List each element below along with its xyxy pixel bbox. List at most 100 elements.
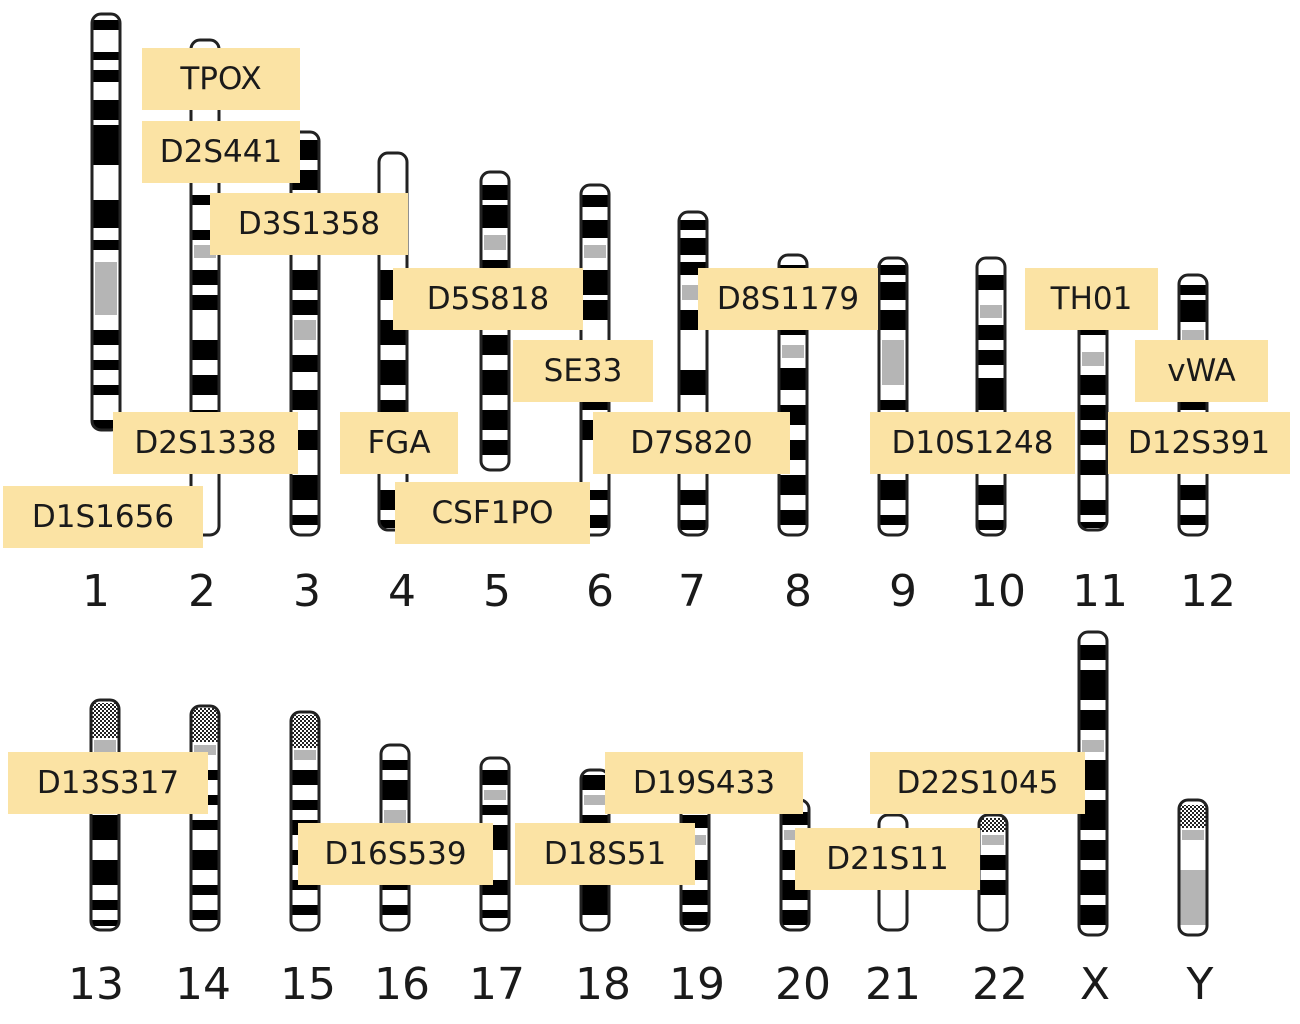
chromosome-band	[679, 490, 707, 505]
chromosome-number: 10	[970, 566, 1026, 617]
marker-label: D10S1248	[870, 412, 1075, 474]
chromosome-band	[581, 300, 609, 320]
chromosome-band	[979, 880, 1007, 895]
chromosome-band	[581, 270, 609, 295]
chromosome-satellite	[291, 715, 319, 748]
chromosome-band	[291, 905, 319, 915]
chromosome-number: 9	[889, 566, 917, 617]
marker-label: D18S51	[515, 823, 695, 885]
chromosome-band	[291, 430, 319, 450]
chromosome-number: 18	[575, 959, 631, 1010]
chromosome-band	[481, 205, 509, 228]
marker-label: D5S818	[393, 268, 583, 330]
chromosome-band	[1079, 500, 1107, 515]
chromosome-band	[879, 265, 907, 275]
chromosome-band	[481, 910, 509, 918]
chromosome-centromere	[294, 320, 316, 340]
chromosome-band	[1079, 460, 1107, 475]
chromosome-band	[1079, 870, 1107, 895]
chromosome-band	[879, 480, 907, 500]
chromosome-band	[381, 760, 409, 770]
chromosome-number: 12	[1180, 566, 1236, 617]
chromosome-band	[1179, 485, 1207, 500]
chromosome-band	[92, 100, 120, 120]
chromosome-band	[1179, 300, 1207, 322]
chromosome-band	[1079, 405, 1107, 420]
chromosome-band	[92, 360, 120, 370]
chromosome-band	[191, 270, 219, 285]
chromosome-outline	[90, 12, 122, 432]
marker-label: D7S820	[593, 412, 790, 474]
chromosome-band	[481, 770, 509, 785]
chromosome-number: 16	[374, 959, 430, 1010]
chromosome-centromere	[782, 345, 804, 358]
chromosome-band	[481, 370, 509, 395]
chromosome-band	[977, 378, 1005, 410]
chromosome-13	[89, 698, 121, 932]
chromosome-band	[879, 282, 907, 300]
marker-label: D2S441	[142, 121, 300, 183]
marker-label: D13S317	[8, 752, 208, 814]
chromosome-band	[781, 812, 809, 825]
chromosome-outline	[877, 256, 909, 537]
chromosome-X	[1077, 630, 1109, 937]
chromosome-band	[977, 325, 1005, 340]
chromosome-number: 17	[469, 959, 525, 1010]
chromosome-band	[1079, 840, 1107, 860]
marker-label: D22S1045	[870, 752, 1085, 814]
chromosome-11	[1077, 293, 1109, 532]
chromosome-number: 6	[586, 566, 614, 617]
chromosome-band	[879, 310, 907, 330]
chromosome-number: 13	[68, 959, 124, 1010]
chromosome-band	[291, 880, 319, 890]
marker-label: D21S11	[795, 828, 980, 890]
marker-label: D19S433	[605, 752, 803, 814]
chromosome-band	[581, 490, 609, 500]
chromosome-centromere	[982, 835, 1004, 845]
chromosome-number: 21	[865, 959, 921, 1010]
chromosome-22	[977, 813, 1009, 932]
chromosome-band	[92, 240, 120, 250]
chromosome-band	[481, 185, 509, 200]
chromosome-band	[291, 800, 319, 810]
chromosome-band	[379, 520, 407, 528]
chromosome-band	[779, 475, 807, 495]
chromosome-band	[481, 440, 509, 455]
marker-label: vWA	[1135, 340, 1268, 402]
marker-label: D2S1338	[113, 412, 298, 474]
chromosome-band	[781, 910, 809, 925]
chromosome-band	[977, 275, 1005, 290]
chromosome-band	[291, 355, 319, 372]
chromosome-band	[92, 52, 120, 60]
chromosome-heterochromatin	[1179, 870, 1207, 925]
chromosome-centromere	[684, 835, 706, 845]
chromosome-outline	[89, 698, 121, 932]
chromosome-band	[291, 300, 319, 315]
chromosome-number: 5	[483, 566, 511, 617]
chromosome-band	[191, 375, 219, 395]
chromosome-15	[289, 710, 321, 932]
chromosome-satellite	[1179, 805, 1207, 828]
marker-label: D12S391	[1108, 412, 1290, 474]
chromosome-satellite	[91, 703, 119, 738]
chromosome-band	[581, 195, 609, 207]
chromosome-band	[381, 780, 409, 800]
chromosome-satellite	[979, 818, 1007, 832]
chromosome-band	[191, 195, 219, 205]
chromosome-band	[381, 905, 409, 915]
chromosome-number: 14	[175, 959, 231, 1010]
chromosome-band	[581, 880, 609, 915]
chromosome-band	[679, 370, 707, 395]
chromosome-centromere	[980, 305, 1002, 318]
chromosome-band	[779, 368, 807, 390]
chromosome-band	[92, 420, 120, 430]
marker-label: D16S539	[298, 823, 493, 885]
chromosome-band	[91, 920, 119, 926]
chromosome-outline	[975, 256, 1007, 537]
chromosome-band	[191, 885, 219, 895]
chromosome-band	[1079, 710, 1107, 730]
chromosome-band	[879, 400, 907, 410]
chromosome-band	[92, 385, 120, 395]
chromosome-band	[977, 485, 1005, 505]
chromosome-band	[581, 775, 609, 790]
